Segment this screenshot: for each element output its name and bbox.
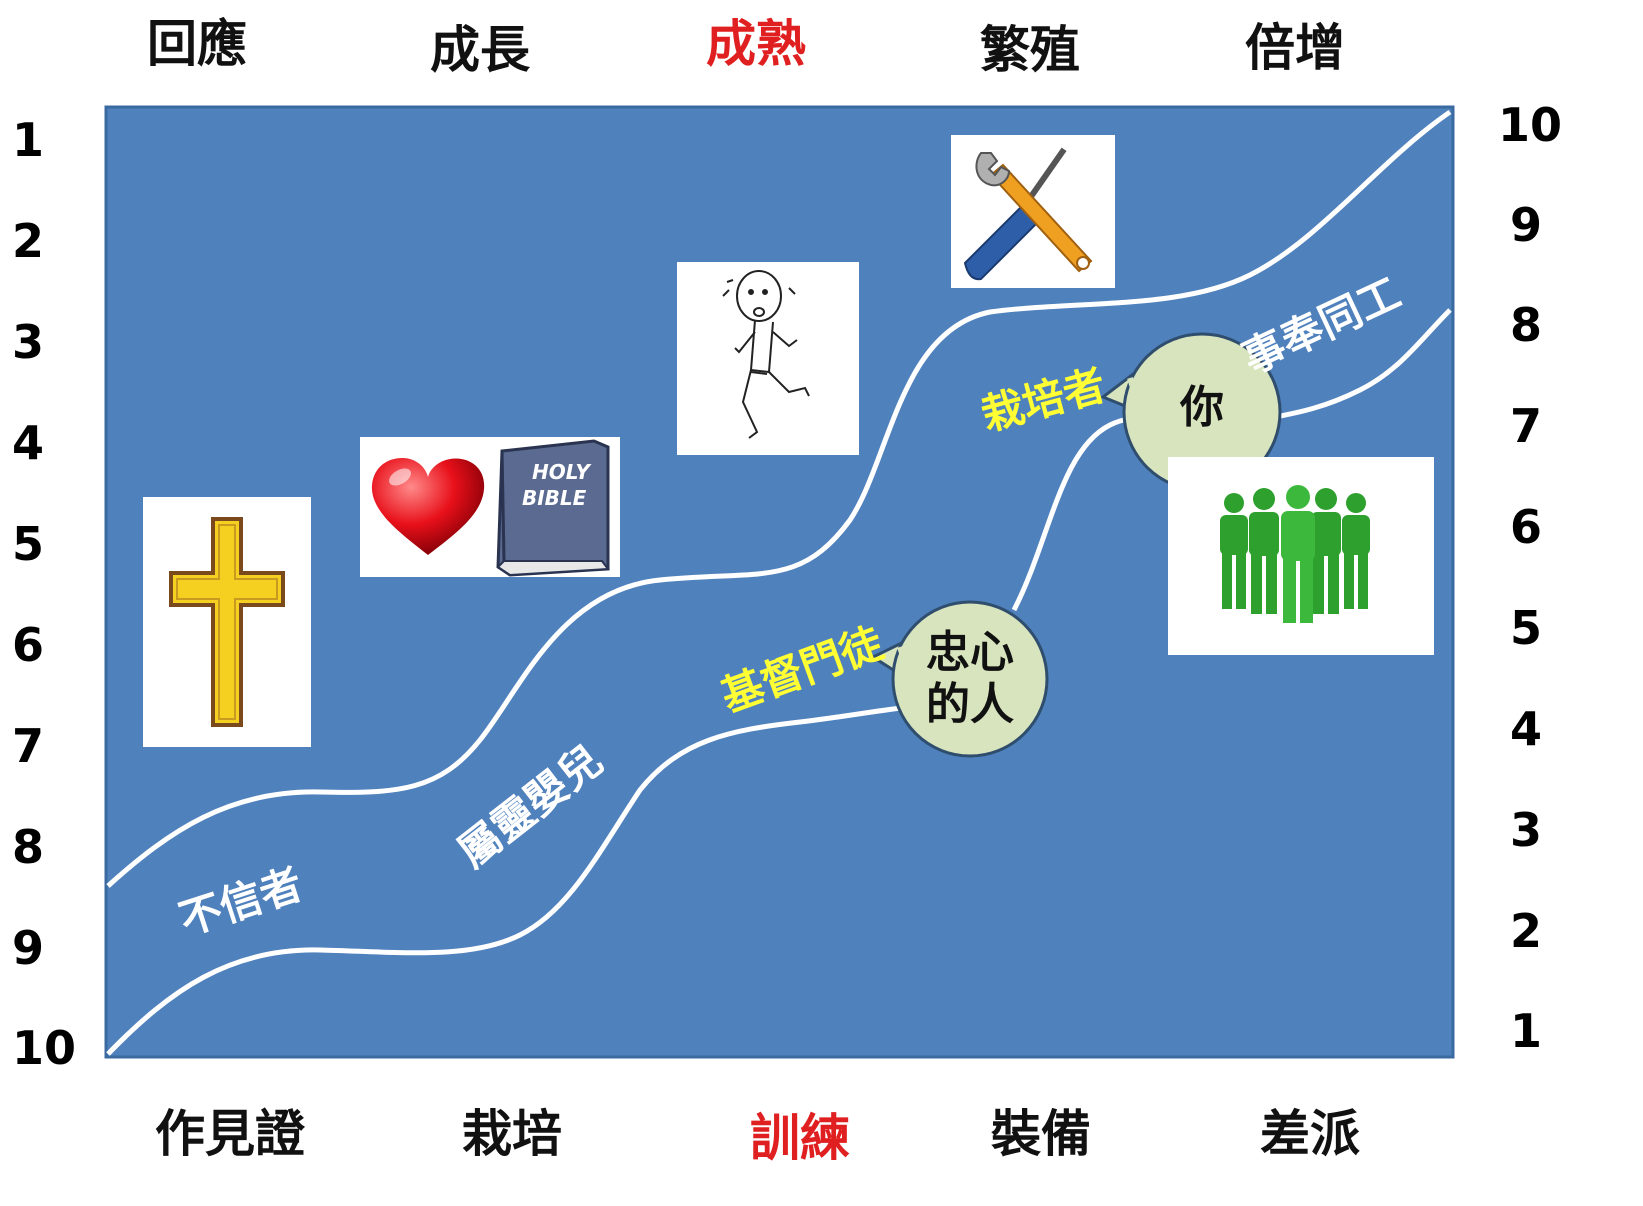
upper-growth-curve	[106, 109, 1452, 888]
stage-label-multiply: 倍增	[1245, 19, 1345, 77]
stage-label-respond: 回應	[147, 15, 247, 73]
left-scale-2: 2	[12, 214, 45, 268]
right-scale-9: 9	[1509, 198, 1542, 252]
cross-icon	[169, 517, 285, 727]
left-scale-8: 8	[12, 820, 45, 874]
bible-word-holy: HOLY	[532, 460, 592, 484]
heart-bible-card: HOLY BIBLE	[360, 437, 620, 577]
right-scale-7: 7	[1509, 399, 1542, 453]
stage-label-reproduce: 繁殖	[980, 21, 1080, 79]
left-scale-1: 1	[12, 113, 45, 167]
left-scale-4: 4	[12, 416, 45, 470]
action-label-send: 差派	[1260, 1105, 1360, 1163]
runner-icon	[722, 270, 810, 439]
faithful-bubble-text: 忠心 的人	[926, 627, 1014, 730]
cross-card	[143, 497, 311, 747]
right-scale-4: 4	[1509, 702, 1542, 756]
stage-label-grow: 成長	[430, 21, 530, 79]
people-card	[1168, 457, 1434, 655]
right-scale-1: 1	[1509, 1004, 1542, 1058]
left-scale-7: 7	[12, 719, 45, 773]
bible-icon: HOLY BIBLE	[496, 439, 610, 577]
you-bubble-text: 你	[1180, 382, 1224, 433]
action-label-witness: 作見證	[155, 1105, 305, 1163]
faithful-bubble	[891, 600, 1049, 758]
action-label-nurture: 栽培	[462, 1105, 562, 1163]
left-scale-10: 10	[12, 1021, 77, 1075]
right-scale-10: 10	[1497, 98, 1562, 152]
left-scale-9: 9	[12, 921, 45, 975]
right-scale-2: 2	[1509, 904, 1542, 958]
left-scale-5: 5	[12, 517, 45, 571]
people-group-icon	[1220, 485, 1370, 623]
right-scale-3: 3	[1509, 803, 1542, 857]
heart-icon	[371, 458, 485, 555]
left-scale-3: 3	[12, 315, 45, 369]
right-scale-5: 5	[1509, 601, 1542, 655]
stage-label-mature: 成熟	[706, 15, 806, 73]
runner-card	[677, 262, 859, 455]
left-scale-6: 6	[12, 618, 45, 672]
tools-icon	[963, 147, 1093, 281]
right-scale-6: 6	[1509, 500, 1542, 554]
action-label-equip: 裝備	[991, 1105, 1091, 1163]
action-label-train: 訓練	[750, 1109, 850, 1167]
bible-word-bible: BIBLE	[522, 486, 587, 510]
tools-card	[951, 135, 1115, 288]
right-scale-8: 8	[1509, 298, 1542, 352]
